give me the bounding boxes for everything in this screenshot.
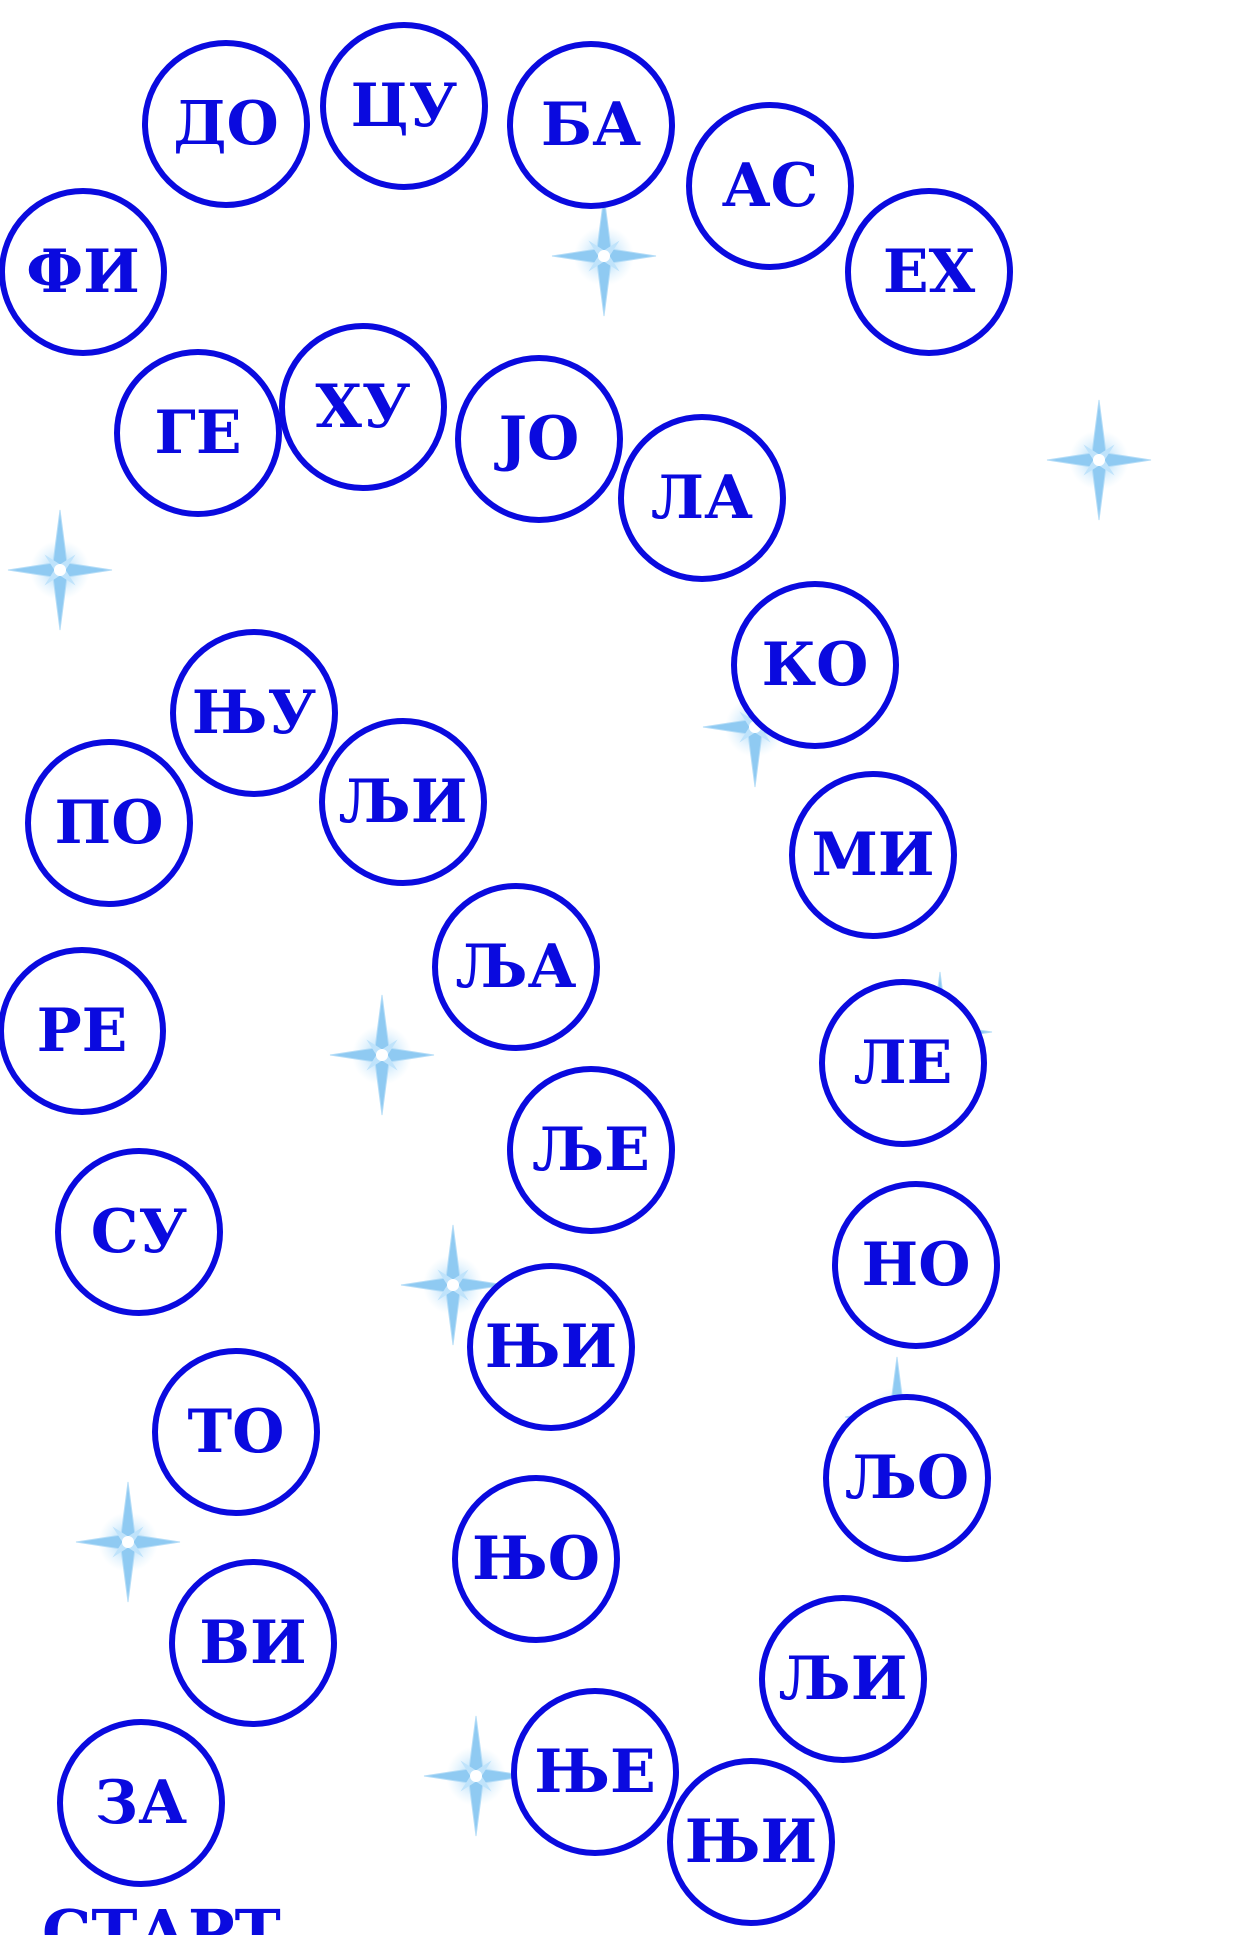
sparkle-star-icon — [327, 990, 437, 1120]
syllable-text: КО — [762, 635, 869, 695]
syllable-text: ЛА — [651, 468, 753, 528]
syllable-cell[interactable]: ЊИ — [667, 1758, 835, 1926]
syllable-cell[interactable]: ГЕ — [114, 349, 282, 517]
syllable-cell[interactable]: ТО — [152, 1348, 320, 1516]
syllable-cell[interactable]: ЕХ — [845, 188, 1013, 356]
syllable-cell[interactable]: БА — [507, 41, 675, 209]
syllable-cell[interactable]: АС — [686, 102, 854, 270]
syllable-cell[interactable]: ЉИ — [759, 1595, 927, 1763]
syllable-text: ВИ — [199, 1613, 306, 1673]
syllable-text: ПО — [55, 793, 164, 853]
syllable-text: СУ — [91, 1202, 187, 1262]
syllable-text: НО — [862, 1235, 971, 1295]
syllable-cell[interactable]: ЊИ — [467, 1263, 635, 1431]
syllable-cell[interactable]: ЉА — [432, 883, 600, 1051]
syllable-cell[interactable]: ЊЕ — [511, 1688, 679, 1856]
syllable-text: ЈО — [499, 409, 580, 469]
syllable-cell[interactable]: НО — [832, 1181, 1000, 1349]
syllable-text: ДО — [173, 94, 279, 154]
syllable-text: ЊИ — [485, 1317, 617, 1377]
syllable-text: ГЕ — [154, 403, 241, 463]
syllable-cell[interactable]: ПО — [25, 739, 193, 907]
syllable-cell[interactable]: КО — [731, 581, 899, 749]
syllable-cell[interactable]: ЛА — [618, 414, 786, 582]
syllable-text: ЉИ — [339, 772, 468, 832]
syllable-cell[interactable]: ХУ — [279, 323, 447, 491]
syllable-text: ЊЕ — [534, 1742, 655, 1802]
syllable-text: МИ — [811, 825, 934, 885]
syllable-cell[interactable]: ЊУ — [170, 629, 338, 797]
syllable-cell[interactable]: ЈО — [455, 355, 623, 523]
start-label: СТАРТ — [42, 1902, 281, 1935]
syllable-text: ЉО — [845, 1448, 969, 1508]
syllable-text: ХУ — [315, 377, 410, 437]
syllable-text: ЦУ — [351, 76, 458, 136]
syllable-text: ЉЕ — [532, 1120, 650, 1180]
syllable-text: ЛЕ — [854, 1033, 953, 1093]
syllable-text: ТО — [188, 1402, 285, 1462]
syllable-cell[interactable]: ЉЕ — [507, 1066, 675, 1234]
syllable-text: ЊО — [472, 1529, 600, 1589]
sparkle-star-icon — [73, 1477, 183, 1607]
syllable-cell[interactable]: ЊО — [452, 1475, 620, 1643]
syllable-cell[interactable]: ЗА — [57, 1719, 225, 1887]
syllable-cell[interactable]: ЉО — [823, 1394, 991, 1562]
sparkle-star-icon — [1044, 395, 1154, 525]
syllable-cell[interactable]: МИ — [789, 771, 957, 939]
syllable-text: БА — [541, 95, 641, 155]
syllable-cell[interactable]: РЕ — [0, 947, 166, 1115]
syllable-text: ЊИ — [685, 1812, 817, 1872]
syllable-text: РЕ — [37, 1001, 128, 1061]
syllable-cell[interactable]: ДО — [142, 40, 310, 208]
sparkle-star-icon — [549, 191, 659, 321]
syllable-text: ФИ — [26, 242, 140, 302]
syllable-text: ЗА — [95, 1773, 187, 1833]
syllable-text: ЉИ — [779, 1649, 908, 1709]
syllable-cell[interactable]: ФИ — [0, 188, 167, 356]
syllable-text: ЉА — [456, 937, 577, 997]
syllable-cell[interactable]: СУ — [55, 1148, 223, 1316]
syllable-text: ЕХ — [883, 242, 975, 302]
syllable-cell[interactable]: ЛЕ — [819, 979, 987, 1147]
syllable-cell[interactable]: ЉИ — [319, 718, 487, 886]
syllable-text: АС — [722, 156, 819, 216]
syllable-cell[interactable]: ЦУ — [320, 22, 488, 190]
sparkle-star-icon — [5, 505, 115, 635]
syllable-text: ЊУ — [192, 683, 316, 743]
syllable-cell[interactable]: ВИ — [169, 1559, 337, 1727]
